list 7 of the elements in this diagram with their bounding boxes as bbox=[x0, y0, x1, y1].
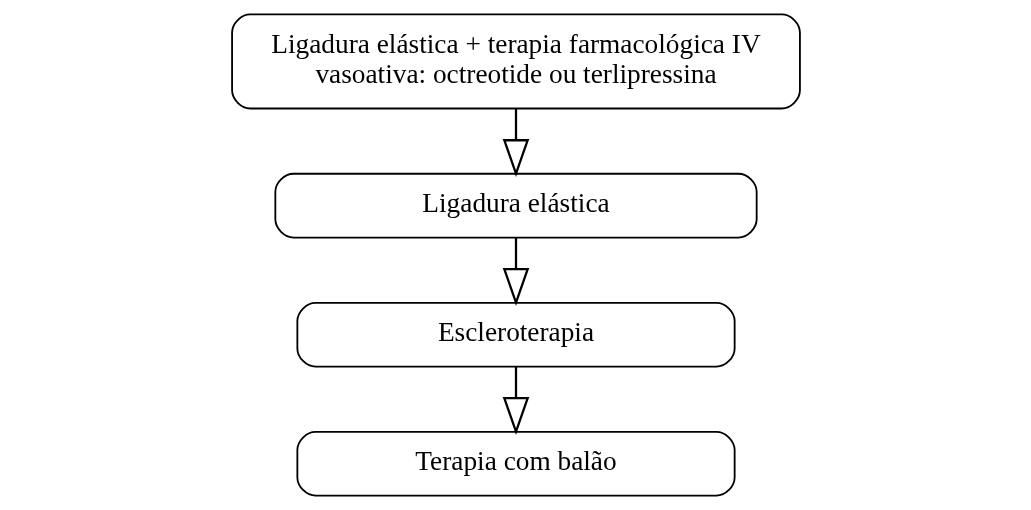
node-box: Ligadura elástica + terapia farmacológica IV vasoativa: octreotide ou terlipressina bbox=[230, 13, 801, 110]
arrow bbox=[502, 237, 529, 306]
node-box: Terapia com balão bbox=[295, 430, 736, 497]
node-box: Escleroterapia bbox=[295, 301, 736, 368]
arrow bbox=[502, 108, 529, 178]
node-box: Ligadura elástica bbox=[273, 172, 758, 239]
arrow bbox=[502, 366, 529, 436]
